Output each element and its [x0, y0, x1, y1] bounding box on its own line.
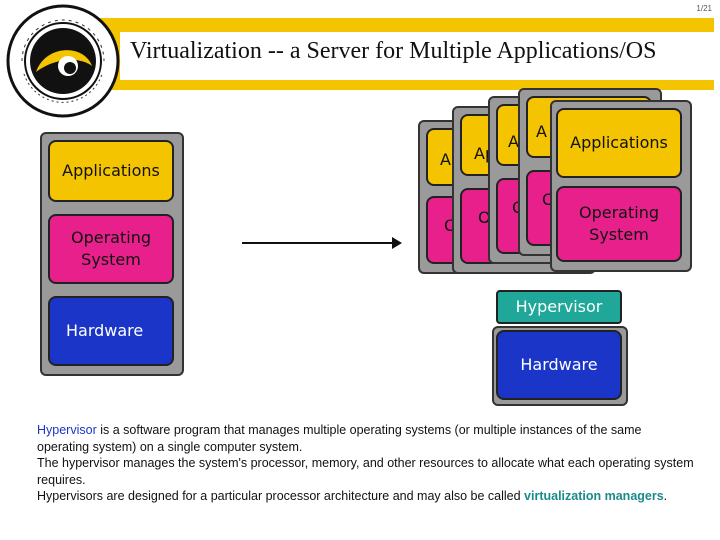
left-os-label-line1: Operating — [71, 228, 151, 248]
page-number: 1/21 — [696, 4, 712, 13]
hypervisor-label: Hypervisor — [515, 297, 603, 317]
vm3-applications-peek: A — [508, 132, 519, 151]
description-paragraph-3: Hypervisors are designed for a particula… — [37, 488, 697, 505]
arrow-right-icon — [392, 237, 402, 249]
vm-front-applications-box: Applications — [556, 108, 682, 178]
left-applications-box: Applications — [48, 140, 174, 202]
description-paragraph-3-end: . — [663, 489, 668, 504]
vm-front-applications-label: Applications — [570, 133, 668, 153]
left-applications-label: Applications — [62, 161, 160, 181]
right-hardware-box: Hardware — [496, 330, 622, 400]
left-os-box: Operating System — [48, 214, 174, 284]
description-paragraph-1: Hypervisor is a software program that ma… — [37, 422, 697, 455]
left-hardware-box: Hardware — [48, 296, 174, 366]
title-banner-inner — [120, 32, 714, 80]
vm2-os-peek: O — [478, 208, 491, 227]
description-paragraph-1-text: is a software program that manages multi… — [37, 423, 642, 454]
term-hypervisor: Hypervisor — [37, 423, 97, 437]
description-paragraph-3-text: Hypervisors are designed for a particula… — [37, 489, 525, 504]
vm-front-os-label-line2: System — [589, 225, 649, 244]
vm-front-os-box: Operating System — [556, 186, 682, 262]
term-virtualization-managers: virtualization managers — [524, 489, 664, 504]
seal-icon — [6, 4, 120, 118]
description-paragraph-2: The hypervisor manages the system's proc… — [37, 456, 694, 487]
vm-front-os-label-line1: Operating — [579, 203, 659, 223]
hypervisor-box: Hypervisor — [496, 290, 622, 324]
left-os-label-line2: System — [81, 250, 141, 269]
vm4-applications-peek: A — [536, 122, 547, 141]
right-hardware-label: Hardware — [520, 355, 598, 375]
description: Hypervisor is a software program that ma… — [37, 422, 697, 505]
university-seal-logo — [6, 4, 120, 118]
arrow-line — [242, 242, 394, 244]
slide-title: Virtualization -- a Server for Multiple … — [130, 38, 657, 64]
left-hardware-label: Hardware — [66, 321, 144, 341]
